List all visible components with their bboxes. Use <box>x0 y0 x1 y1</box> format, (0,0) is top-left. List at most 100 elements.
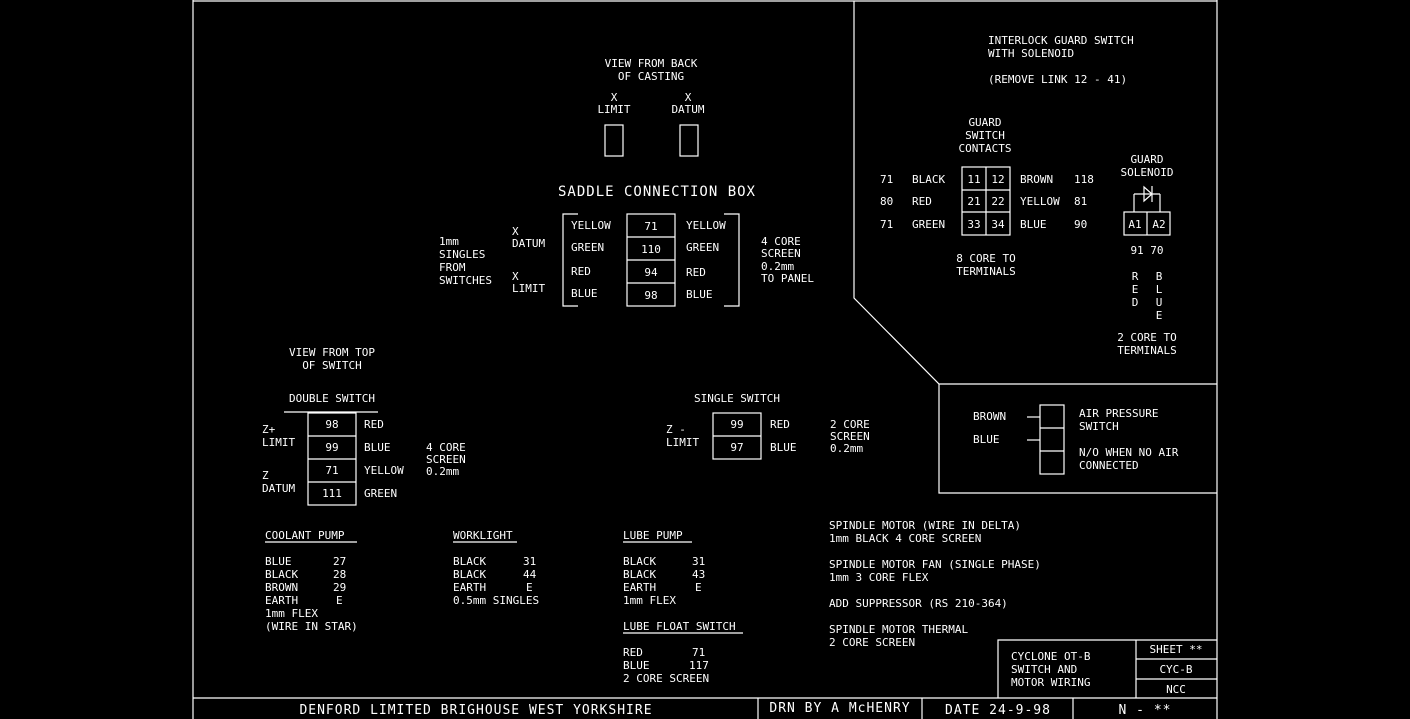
coolant-extra-2: (WIRE IN STAR) <box>265 620 358 633</box>
float-color: BLUE <box>623 659 650 672</box>
double-switch-num: 99 <box>325 441 338 454</box>
drawing-frame <box>192 0 1218 719</box>
saddle-left-note-2: SINGLES <box>439 248 485 261</box>
air-title-2: SWITCH <box>1079 420 1119 433</box>
saddle-x-datum-2: DATUM <box>512 237 545 250</box>
view-back-title-2: OF CASTING <box>618 70 684 83</box>
double-switch-color: RED <box>364 418 384 431</box>
saddle-row-left: GREEN <box>571 241 604 254</box>
lube-color: BLACK <box>623 555 656 568</box>
coolant-value: E <box>336 594 343 607</box>
spindle-note: SPINDLE MOTOR (WIRE IN DELTA) <box>829 519 1021 532</box>
solenoid-title-1: GUARD <box>1130 153 1163 166</box>
interlock-guard-section: INTERLOCK GUARD SWITCH WITH SOLENOID (RE… <box>880 34 1177 357</box>
lube-color: EARTH <box>623 581 656 594</box>
diode-icon <box>1133 185 1161 212</box>
double-switch-note-2: SCREEN <box>426 453 466 466</box>
terminal-a2: A2 <box>1152 218 1165 231</box>
saddle-row-num: 110 <box>641 243 661 256</box>
coolant-value: 28 <box>333 568 346 581</box>
saddle-right-note-1: 4 CORE <box>761 235 801 248</box>
contacts-title-1: GUARD <box>968 116 1001 129</box>
air-title-1: AIR PRESSURE <box>1079 407 1158 420</box>
saddle-left-note-4: SWITCHES <box>439 274 492 287</box>
lube-color: BLACK <box>623 568 656 581</box>
saddle-row-left: RED <box>571 265 591 278</box>
double-switch-color: GREEN <box>364 487 397 500</box>
saddle-title: SADDLE CONNECTION BOX <box>558 184 756 200</box>
double-switch-note-3: 0.2mm <box>426 465 459 478</box>
title-desc-2: SWITCH AND <box>1011 663 1077 676</box>
terminal-a1: A1 <box>1128 218 1141 231</box>
title-block: CYCLONE OT-B SWITCH AND MOTOR WIRING SHE… <box>1011 643 1202 696</box>
saddle-row-num: 71 <box>644 220 657 233</box>
saddle-row-num: 94 <box>644 266 658 279</box>
ncc-label: NCC <box>1166 683 1186 696</box>
x-datum-label-2: DATUM <box>671 103 704 116</box>
view-from-back-section: VIEW FROM BACK OF CASTING X LIMIT X DATU… <box>597 57 705 157</box>
single-switch-note-1: 2 CORE <box>830 418 870 431</box>
coolant-color: BLACK <box>265 568 298 581</box>
title-desc-3: MOTOR WIRING <box>1011 676 1090 689</box>
z-minus-limit-1: Z - <box>666 423 686 436</box>
float-extra: 2 CORE SCREEN <box>623 672 709 685</box>
spindle-note: 2 CORE SCREEN <box>829 636 915 649</box>
double-switch-num: 71 <box>325 464 338 477</box>
single-switch-num: 99 <box>730 418 743 431</box>
contact-row-num-right: 118 <box>1074 173 1094 186</box>
contact-row-num-left: 71 <box>880 173 893 186</box>
single-switch-note-3: 0.2mm <box>830 442 863 455</box>
worklight-section: WORKLIGHT BLACK 31 BLACK 44 EARTH E 0.5m… <box>453 529 539 607</box>
air-brown-label: BROWN <box>973 410 1006 423</box>
saddle-right-bracket <box>724 213 740 307</box>
contact-row-color-right: BROWN <box>1020 173 1053 186</box>
blue-letter: U <box>1156 296 1163 309</box>
interlock-title-1: INTERLOCK GUARD SWITCH <box>988 34 1134 47</box>
saddle-x-limit-2: LIMIT <box>512 282 545 295</box>
saddle-row-right: YELLOW <box>686 219 726 232</box>
x-limit-switch <box>604 124 624 157</box>
spindle-note: ADD SUPPRESSOR (RS 210-364) <box>829 597 1008 610</box>
coolant-title: COOLANT PUMP <box>265 529 345 542</box>
sheet-number: SHEET ** <box>1150 643 1203 656</box>
contact-row-color-left: BLACK <box>912 173 945 186</box>
red-letter: D <box>1132 296 1139 309</box>
eight-core-note-1: 8 CORE TO <box>956 252 1016 265</box>
contact-cell: 21 <box>967 195 980 208</box>
coolant-color: EARTH <box>265 594 298 607</box>
saddle-right-note-2: SCREEN <box>761 247 801 260</box>
saddle-x-datum-1: X <box>512 225 519 238</box>
view-back-title-1: VIEW FROM BACK <box>605 57 698 70</box>
lube-value: 43 <box>692 568 705 581</box>
worklight-color: BLACK <box>453 568 486 581</box>
saddle-row-right: GREEN <box>686 241 719 254</box>
view-from-top-section: VIEW FROM TOP OF SWITCH DOUBLE SWITCH Z+… <box>262 346 466 506</box>
worklight-color: EARTH <box>453 581 486 594</box>
spindle-note: SPINDLE MOTOR THERMAL <box>829 623 968 636</box>
single-switch-section: SINGLE SWITCH Z - LIMIT 99 RED 97 BLUE 2… <box>666 392 870 460</box>
lube-extra: 1mm FLEX <box>623 594 676 607</box>
eight-core-note-2: TERMINALS <box>956 265 1016 278</box>
coolant-pump-section: COOLANT PUMP BLUE 27 BLACK 28 BROWN 29 E… <box>265 529 358 633</box>
worklight-value: E <box>526 581 533 594</box>
contact-row-color-left: GREEN <box>912 218 945 231</box>
saddle-row-right: BLUE <box>686 288 713 301</box>
saddle-left-bracket <box>562 213 578 307</box>
contact-cell: 22 <box>991 195 1004 208</box>
contact-cell: 12 <box>991 173 1004 186</box>
contact-row-num-right: 81 <box>1074 195 1087 208</box>
lube-float-section: LUBE FLOAT SWITCH RED 71 BLUE 117 2 CORE… <box>623 620 743 685</box>
air-switch-block <box>1039 404 1065 475</box>
lube-value: E <box>695 581 702 594</box>
title-desc-1: CYCLONE OT-B <box>1011 650 1091 663</box>
two-core-note-2: TERMINALS <box>1117 344 1177 357</box>
float-color: RED <box>623 646 643 659</box>
x-datum-label-1: X <box>685 91 692 104</box>
spindle-note: 1mm 3 CORE FLEX <box>829 571 929 584</box>
saddle-row-num: 98 <box>644 289 657 302</box>
double-switch-color: BLUE <box>364 441 391 454</box>
red-letter: E <box>1132 283 1139 296</box>
contact-cell: 34 <box>991 218 1005 231</box>
blue-letter: L <box>1156 283 1163 296</box>
coolant-value: 27 <box>333 555 346 568</box>
